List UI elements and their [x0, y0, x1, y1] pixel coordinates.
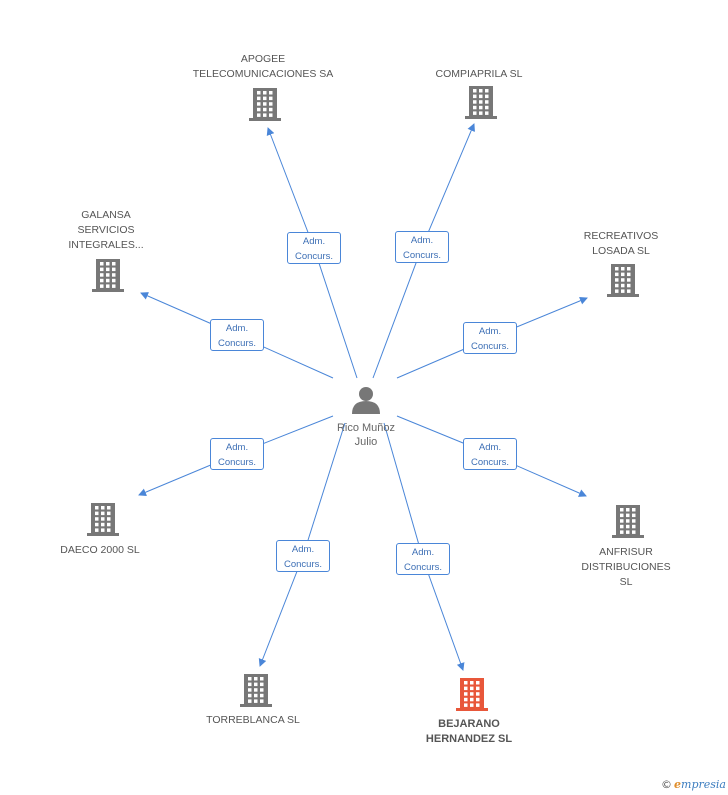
- relation-label-galansa[interactable]: Adm. Concurs.: [210, 319, 264, 351]
- company-name-anfrisur[interactable]: ANFRISUR DISTRIBUCIONES SL: [581, 546, 671, 588]
- relation-label-anfrisur[interactable]: Adm. Concurs.: [463, 438, 517, 470]
- building-icon-compiaprila[interactable]: [465, 86, 497, 119]
- company-name-compiaprila[interactable]: COMPIAPRILA SL: [435, 68, 523, 80]
- building-icon-recreativos[interactable]: [607, 264, 639, 297]
- brand-name: mpresia: [681, 778, 726, 791]
- company-name-galansa[interactable]: GALANSA SERVICIOS INTEGRALES...: [68, 209, 144, 251]
- relation-label-bejarano[interactable]: Adm. Concurs.: [396, 543, 450, 575]
- brand-initial: e: [674, 778, 682, 791]
- company-name-apogee[interactable]: APOGEE TELECOMUNICACIONES SA: [192, 53, 334, 80]
- company-name-bejarano[interactable]: BEJARANO HERNANDEZ SL: [425, 718, 513, 745]
- building-icon-apogee[interactable]: [249, 88, 281, 121]
- building-icon-daeco[interactable]: [87, 503, 119, 536]
- relation-label-recreativos[interactable]: Adm. Concurs.: [463, 322, 517, 354]
- relation-label-daeco[interactable]: Adm. Concurs.: [210, 438, 264, 470]
- company-name-torreblanca[interactable]: TORREBLANCA SL: [206, 714, 300, 726]
- building-icon-bejarano[interactable]: [456, 678, 488, 711]
- building-icon-galansa[interactable]: [92, 259, 124, 292]
- center-person-name[interactable]: Rico Muñoz Julio: [336, 422, 396, 448]
- empresia-credit[interactable]: ©empresia: [661, 778, 726, 791]
- person-icon[interactable]: [352, 387, 380, 414]
- relation-label-compiaprila[interactable]: Adm. Concurs.: [395, 231, 449, 263]
- relation-label-torreblanca[interactable]: Adm. Concurs.: [276, 540, 330, 572]
- building-icon-anfrisur[interactable]: [612, 505, 644, 538]
- relation-label-apogee[interactable]: Adm. Concurs.: [287, 232, 341, 264]
- building-icon-torreblanca[interactable]: [240, 674, 272, 707]
- copyright-symbol: ©: [661, 778, 673, 791]
- company-name-recreativos[interactable]: RECREATIVOS LOSADA SL: [583, 230, 659, 257]
- company-name-daeco[interactable]: DAECO 2000 SL: [60, 544, 140, 556]
